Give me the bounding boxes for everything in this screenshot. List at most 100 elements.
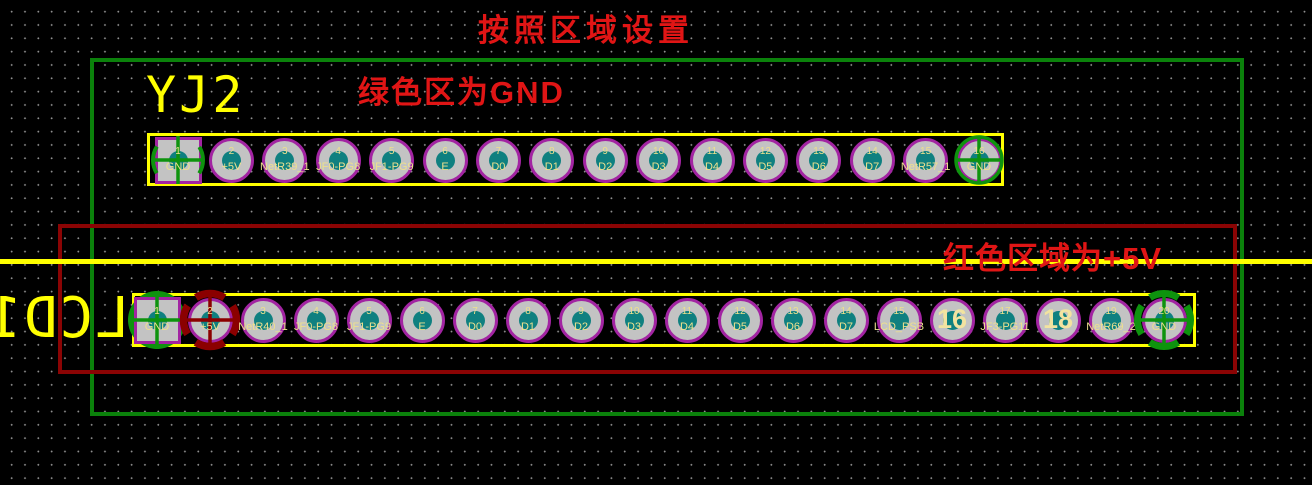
pad-net-label: GND [1151, 321, 1177, 333]
pad-net-label: D2 [598, 161, 613, 173]
pad-hole [306, 310, 326, 330]
pad-number: 15 [893, 306, 905, 317]
pad-net-label: GND [966, 161, 992, 173]
pad-hole [730, 310, 750, 330]
annotation-red-note[interactable]: 红色区域为+5V [943, 241, 1163, 276]
horizontal-trace-yellow[interactable] [0, 259, 1312, 264]
pad-net-label: D6 [785, 321, 801, 333]
power-region-outline[interactable] [58, 224, 1237, 374]
pad-number: 11 [706, 146, 718, 157]
pad-shape [422, 137, 468, 183]
pad-hole [595, 150, 615, 170]
pad-number: 6 [442, 146, 448, 157]
pad-hole [328, 150, 348, 170]
pad-hole [488, 150, 508, 170]
gnd-thermal-relief-indicator [1134, 290, 1194, 350]
pad-shape [636, 137, 682, 183]
pad-number: 8 [549, 146, 555, 157]
pad-net-label: JF3-PG11 [980, 321, 1030, 333]
pad-number: 3 [260, 306, 266, 317]
pad-number: 18 [1042, 304, 1074, 334]
pad-shape [262, 137, 308, 183]
pad-lcd1-2[interactable]: 2+5V [178, 288, 242, 352]
pad-hole [275, 150, 295, 170]
pad-lcd1-18[interactable]: 18 [1026, 288, 1090, 352]
pad-lcd1-16[interactable]: 16 [920, 288, 984, 352]
pad-yj2-2[interactable]: 2+5V [199, 128, 263, 192]
pad-number: 15 [920, 146, 932, 157]
gnd-direct-connect-indicator [151, 133, 205, 187]
pad-number: 13 [787, 306, 799, 317]
pad-number: 7 [495, 146, 502, 157]
pad-net-label: +5V [221, 161, 242, 173]
pad-number: 20 [1158, 306, 1170, 317]
pad-number: 3 [282, 146, 288, 157]
annotation-top-title[interactable]: 按照区域设置 [478, 13, 694, 48]
pad-number: 4 [313, 306, 319, 317]
pad-hole [889, 310, 909, 330]
pad-hole [836, 310, 856, 330]
pad-hole [1101, 310, 1121, 330]
pad-net-label: JF0-PG8 [316, 161, 361, 173]
refdes-yj2[interactable]: YJ2 [146, 66, 246, 124]
refdes-lcd1-mirrored[interactable]: LCD1 [0, 286, 129, 351]
pad-number: 12 [759, 146, 771, 157]
pad-net-label: GND [165, 161, 191, 173]
pad-number: 16 [936, 304, 968, 334]
pad-net-label: NetR39_1 [260, 161, 310, 173]
pad-number: 4 [335, 146, 341, 157]
pad-hole [624, 310, 644, 330]
pad-hole [359, 310, 379, 330]
pad-hole [571, 310, 591, 330]
pad-hole [677, 310, 697, 330]
pad-net-label: NetR40_1 [238, 321, 288, 333]
pad-hole [809, 150, 829, 170]
pad-number: 10 [653, 146, 665, 157]
pad-hole [1048, 310, 1068, 330]
pad-hole [221, 150, 241, 170]
pad-net-label: LCD_PSB [873, 321, 925, 333]
pad-number: 2 [228, 146, 235, 157]
pad-number: 13 [813, 146, 825, 157]
annotation-green-note[interactable]: 绿色区为GND [358, 75, 565, 110]
gnd-region-outline[interactable] [90, 58, 1244, 416]
pad-net-label: D7 [838, 321, 854, 333]
pad-net-label: D4 [679, 321, 695, 333]
pad-number: 14 [866, 146, 878, 157]
pad-hole [382, 150, 402, 170]
pad-net-label: JF1-PG9 [369, 161, 414, 173]
